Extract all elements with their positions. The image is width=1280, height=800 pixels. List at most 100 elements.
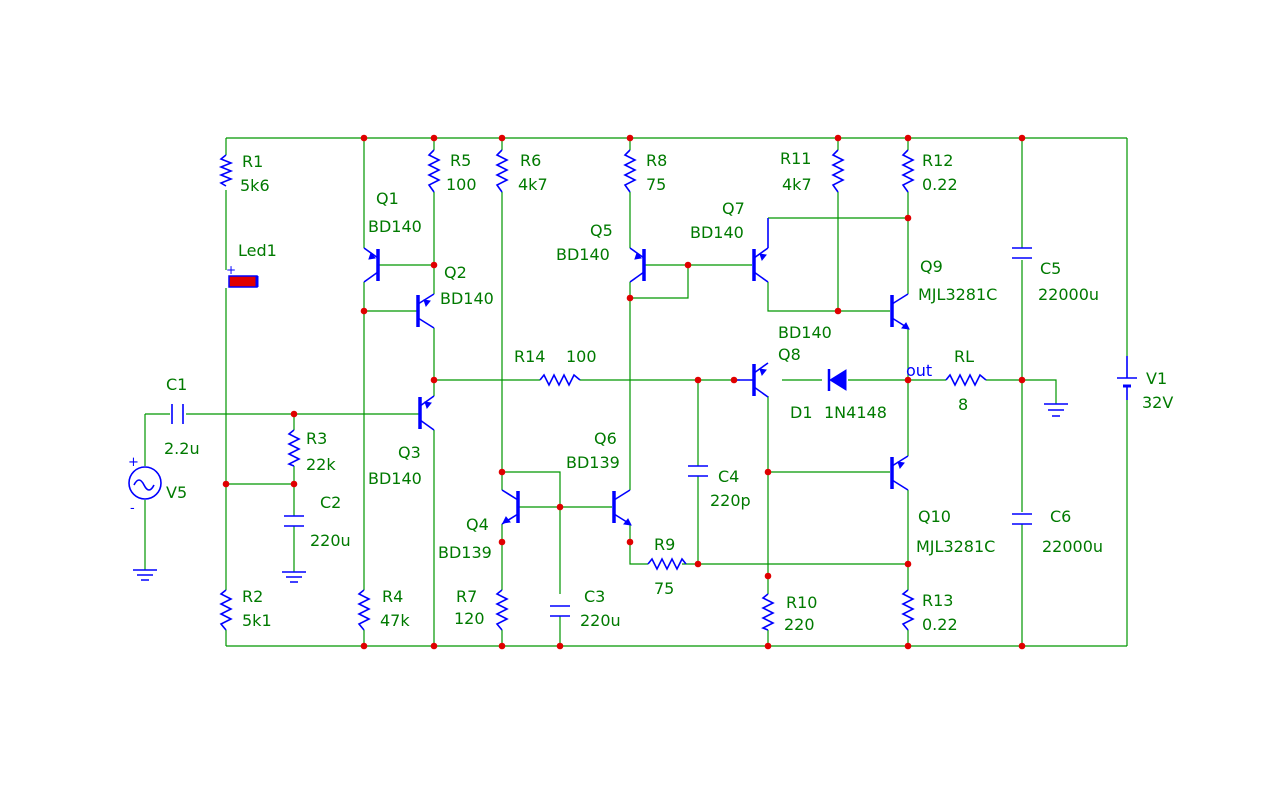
junction-node bbox=[430, 642, 438, 650]
q1-ref: Q1 bbox=[376, 189, 399, 208]
junction-nodes bbox=[222, 134, 1026, 650]
r8-ref: R8 bbox=[646, 151, 667, 170]
resistor-r1[interactable]: R1 5k6 bbox=[218, 152, 270, 195]
junction-node bbox=[430, 134, 438, 142]
transistor-q3[interactable]: Q3 BD140 bbox=[368, 395, 435, 488]
transistor-q5[interactable]: Q5 BD140 bbox=[556, 221, 646, 283]
svg-text:+: + bbox=[226, 263, 236, 277]
led-led1[interactable]: + Led1 bbox=[226, 241, 277, 288]
q10-ref: Q10 bbox=[918, 507, 951, 526]
r12-value: 0.22 bbox=[922, 175, 958, 194]
v1-ref: V1 bbox=[1146, 369, 1167, 388]
resistor-r12[interactable]: R12 0.22 bbox=[901, 149, 958, 194]
c5-ref: C5 bbox=[1040, 259, 1061, 278]
resistor-rl[interactable]: RL 8 bbox=[945, 347, 987, 414]
junction-node bbox=[626, 294, 634, 302]
capacitor-c4[interactable]: C4 220p bbox=[688, 465, 751, 510]
resistor-r6[interactable]: R6 4k7 bbox=[495, 149, 548, 194]
transistor-q1[interactable]: Q1 BD140 bbox=[363, 189, 422, 283]
r4-value: 47k bbox=[380, 611, 410, 630]
transistor-q9[interactable]: Q9 MJL3281C bbox=[890, 257, 997, 330]
v5-ref: V5 bbox=[166, 483, 187, 502]
transistor-q7[interactable]: Q7 BD140 bbox=[690, 199, 769, 283]
junction-node bbox=[498, 134, 506, 142]
r4-ref: R4 bbox=[382, 587, 403, 606]
r5-value: 100 bbox=[446, 175, 477, 194]
junction-node bbox=[1018, 376, 1026, 384]
capacitor-c5[interactable]: C5 22000u bbox=[1012, 247, 1099, 304]
transistor-q6[interactable]: Q6 BD139 bbox=[566, 429, 632, 526]
resistor-r14[interactable]: R14 100 bbox=[514, 347, 597, 387]
r3-value: 22k bbox=[306, 455, 336, 474]
junction-node bbox=[684, 261, 692, 269]
transistor-q8[interactable]: BD140 Q8 bbox=[734, 323, 832, 398]
diode-d1[interactable]: D1 1N4148 bbox=[790, 369, 887, 422]
resistor-r4[interactable]: R4 47k bbox=[357, 587, 410, 631]
resistor-r9[interactable]: R9 75 bbox=[647, 535, 687, 598]
r6-ref: R6 bbox=[520, 151, 541, 170]
junction-node bbox=[290, 480, 298, 488]
r9-value: 75 bbox=[654, 579, 674, 598]
led1-ref: Led1 bbox=[238, 241, 277, 260]
junction-node bbox=[498, 468, 506, 476]
c2-value: 220u bbox=[310, 531, 351, 550]
q8-ref: Q8 bbox=[778, 345, 801, 364]
transistor-q4[interactable]: Q4 BD139 bbox=[438, 489, 520, 562]
resistor-r3[interactable]: R3 22k bbox=[287, 429, 336, 474]
r2-value: 5k1 bbox=[242, 611, 272, 630]
q7-value: BD140 bbox=[690, 223, 744, 242]
transistor-q10[interactable]: Q10 MJL3281C bbox=[890, 455, 995, 556]
junction-node bbox=[834, 134, 842, 142]
net-label-out: out bbox=[906, 361, 932, 380]
q7-ref: Q7 bbox=[722, 199, 745, 218]
junction-node bbox=[764, 642, 772, 650]
junction-node bbox=[626, 538, 634, 546]
d1-value: 1N4148 bbox=[824, 403, 887, 422]
junction-node bbox=[626, 134, 634, 142]
r1-value: 5k6 bbox=[240, 176, 270, 195]
junction-node bbox=[904, 642, 912, 650]
c1-value: 2.2u bbox=[164, 439, 200, 458]
r2-ref: R2 bbox=[242, 587, 263, 606]
junction-node bbox=[904, 214, 912, 222]
resistor-r7[interactable]: R7 120 bbox=[454, 587, 509, 631]
junction-node bbox=[694, 560, 702, 568]
r7-ref: R7 bbox=[456, 587, 477, 606]
junction-node bbox=[222, 480, 230, 488]
capacitor-c6[interactable]: C6 22000u bbox=[1012, 507, 1103, 556]
capacitor-c2[interactable]: C2 220u bbox=[284, 493, 351, 550]
c5-value: 22000u bbox=[1038, 285, 1099, 304]
resistor-r10[interactable]: R10 220 bbox=[761, 593, 817, 634]
resistor-r8[interactable]: R8 75 bbox=[623, 149, 667, 194]
d1-ref: D1 bbox=[790, 403, 813, 422]
q1-value: BD140 bbox=[368, 217, 422, 236]
capacitor-c3[interactable]: C3 220u bbox=[550, 587, 621, 630]
capacitor-c1[interactable]: C1 2.2u bbox=[164, 375, 200, 458]
c1-ref: C1 bbox=[166, 375, 187, 394]
q2-value: BD140 bbox=[440, 289, 494, 308]
r10-value: 220 bbox=[784, 615, 815, 634]
junction-node bbox=[904, 376, 912, 384]
svg-text:-: - bbox=[130, 501, 135, 516]
resistor-r13[interactable]: R13 0.22 bbox=[901, 589, 958, 634]
transistor-q2[interactable]: Q2 BD140 bbox=[416, 263, 494, 329]
r5-ref: R5 bbox=[450, 151, 471, 170]
resistor-r11[interactable]: R11 4k7 bbox=[780, 149, 845, 194]
resistor-r2[interactable]: R2 5k1 bbox=[219, 587, 272, 631]
battery-v1[interactable]: V1 32V bbox=[1117, 356, 1173, 412]
r14-value: 100 bbox=[566, 347, 597, 366]
ground-symbol-input bbox=[133, 569, 157, 581]
voltage-source-v5[interactable]: + - V5 bbox=[128, 455, 187, 516]
junction-node bbox=[360, 307, 368, 315]
q2-ref: Q2 bbox=[444, 263, 467, 282]
junction-node bbox=[430, 376, 438, 384]
v1-value: 32V bbox=[1142, 393, 1173, 412]
c6-ref: C6 bbox=[1050, 507, 1071, 526]
q4-value: BD139 bbox=[438, 543, 492, 562]
r14-ref: R14 bbox=[514, 347, 545, 366]
junction-node bbox=[556, 503, 564, 511]
wires bbox=[144, 137, 1128, 647]
junction-node bbox=[730, 376, 738, 384]
resistor-r5[interactable]: R5 100 bbox=[427, 149, 477, 194]
